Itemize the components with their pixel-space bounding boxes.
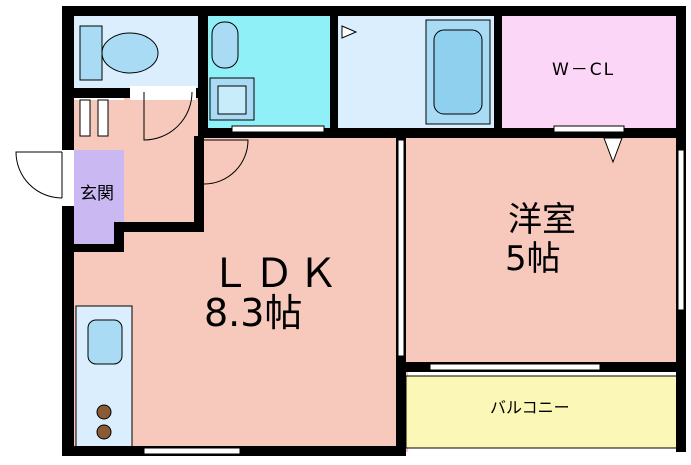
balcony-label: バルコニー [490,398,570,417]
hall-area [124,94,204,214]
closet-label: W－CL [552,60,616,80]
western-room-size-label: 5帖 [505,239,561,279]
shoe-closet [79,99,109,137]
washroom-fixtures [209,21,255,121]
stove-burner-bottom [96,424,112,440]
toilet-fixture [79,25,159,81]
closet-area [500,14,680,130]
openings [130,86,685,455]
bathroom-door-mark [341,25,358,39]
closet-door-mark [603,137,623,164]
western-room-name-label: 洋室 [508,200,576,240]
western-room-area [402,134,680,366]
entrance-label: 玄関 [80,184,114,204]
ldk-name-label: ＬＤＫ [210,251,342,297]
kitchen-sink [87,319,123,365]
ldk-label-backing [196,248,324,334]
bathtub [425,19,491,125]
stove-burner-top [96,404,112,420]
ldk-size-label: 8.3帖 [204,291,303,335]
door-swings [15,91,249,199]
